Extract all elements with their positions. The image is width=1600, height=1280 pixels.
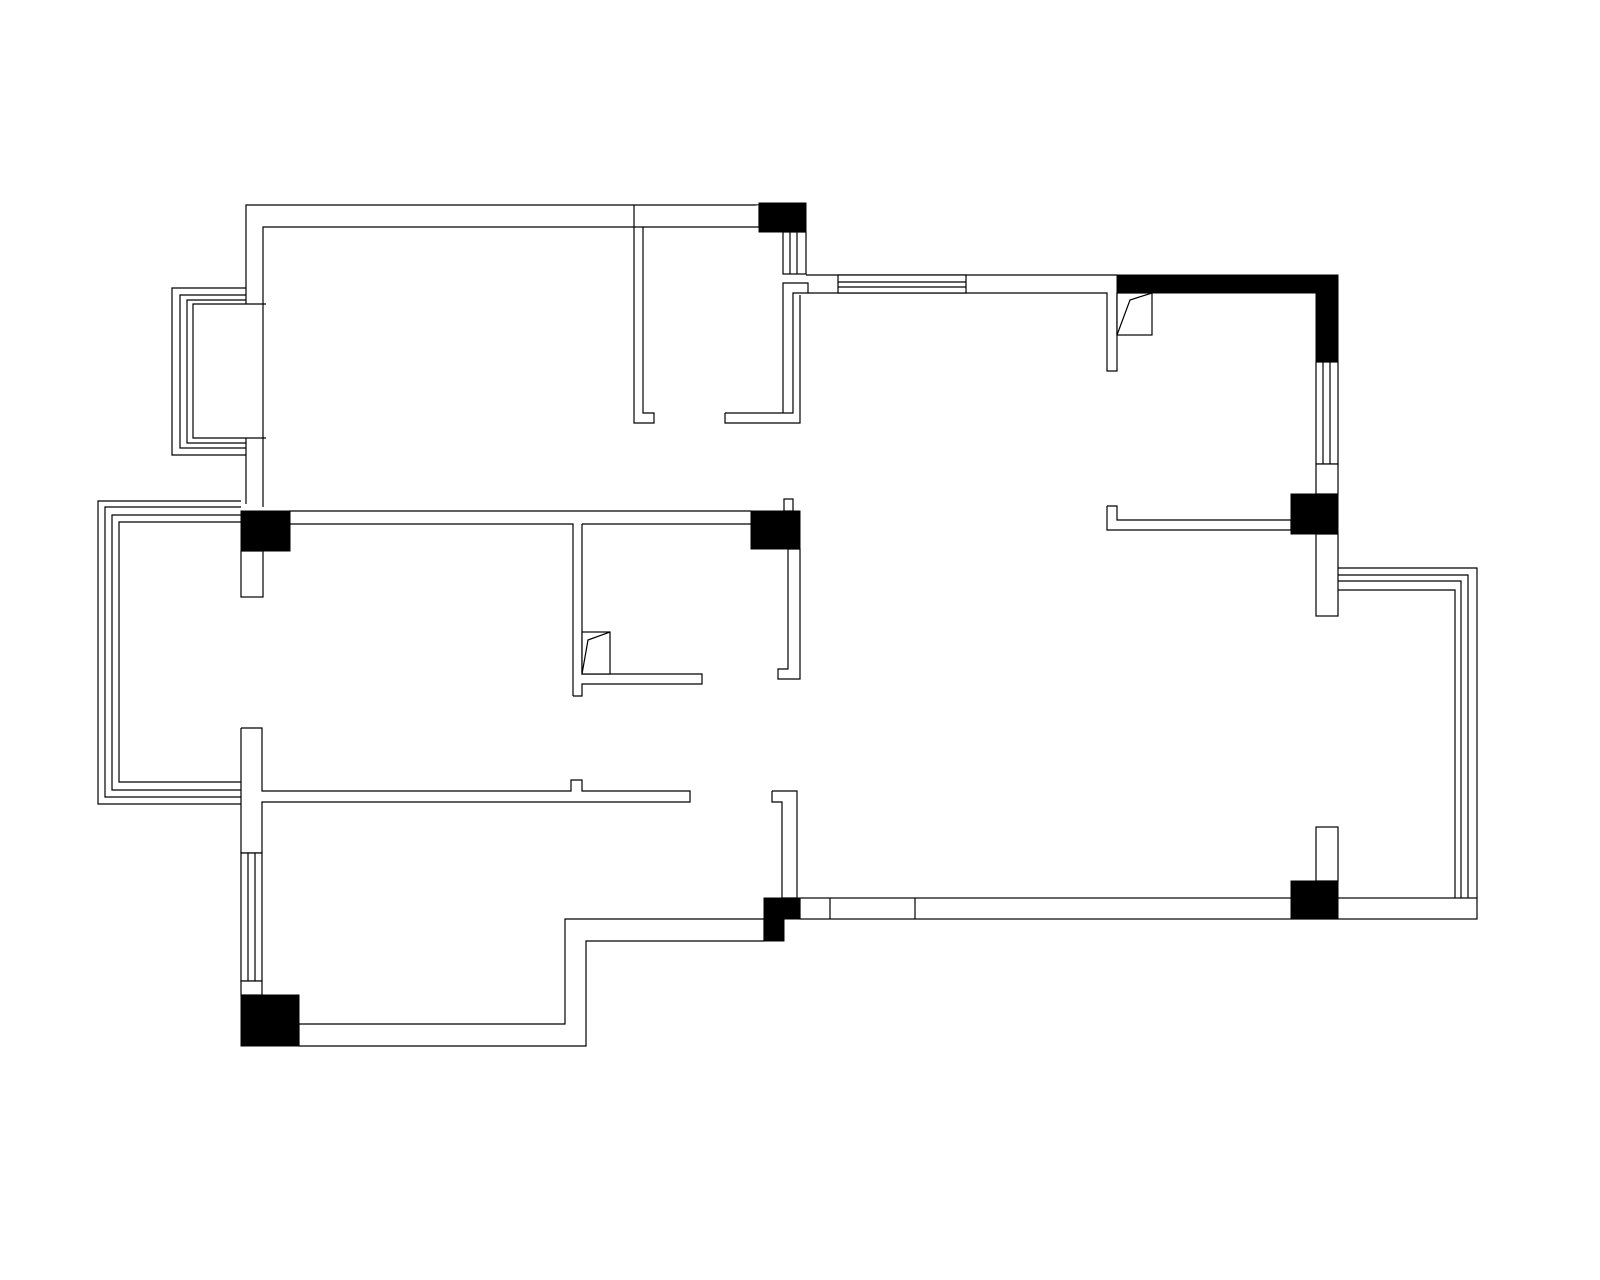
wall-stub-right	[1315, 533, 1339, 617]
bay-window-line-1	[1338, 567, 1478, 898]
structural-column	[240, 510, 291, 552]
window-right-upper	[1315, 361, 1339, 495]
bay-window-line-4	[192, 303, 266, 439]
bay-window-line-3	[111, 514, 241, 791]
bay-window-top-left	[171, 287, 266, 456]
structural-column	[1290, 493, 1339, 535]
structural-column	[1290, 880, 1339, 920]
structural-column	[750, 510, 801, 550]
closet-wall-return	[724, 295, 801, 424]
structural-column	[240, 994, 300, 1047]
bay-window-line-2	[1338, 574, 1469, 898]
structural-column	[758, 202, 807, 233]
bay-window-line-4	[1338, 589, 1456, 898]
bay-window-line-2	[179, 294, 246, 449]
bay-window-line-4	[118, 521, 241, 783]
partition-wall-right	[1106, 505, 1292, 531]
wall-stub-left	[240, 550, 264, 598]
living-bottom-wall	[799, 826, 1478, 920]
shaft-diagonal	[1116, 292, 1153, 336]
bay-window-line-1	[97, 500, 241, 805]
top-left-room-walls	[245, 204, 809, 507]
wall-right-middle	[777, 548, 801, 680]
bay-window-left	[97, 500, 241, 805]
bay-window-line-2	[104, 506, 241, 798]
structural-column	[763, 897, 801, 942]
wall-lower-top	[240, 727, 691, 854]
wall-lower-bottom	[298, 918, 765, 1047]
window-vertical-top	[782, 231, 807, 275]
living-top-wall	[806, 274, 1118, 372]
bay-window-line-3	[1338, 580, 1462, 898]
wall-stub	[783, 498, 794, 512]
bay-window-line-1	[171, 287, 246, 456]
wall-stub	[240, 980, 263, 996]
duct-shaft-top	[1116, 292, 1153, 336]
partition-wall-closet-left	[633, 205, 655, 424]
wall-bottom-living	[799, 897, 1478, 920]
shaft-diagonal	[581, 631, 611, 675]
window-frame	[782, 231, 807, 275]
window-top-living	[837, 274, 967, 294]
lower-room-walls	[240, 727, 798, 1047]
bay-window-line-3	[186, 299, 246, 444]
wall-stub-right-lower	[1315, 826, 1339, 882]
bay-window-right	[1338, 567, 1478, 898]
wall-lower-right	[771, 790, 798, 899]
wall-middle-top-inner	[289, 523, 574, 696]
middle-walls	[289, 498, 801, 697]
wall-stub	[1315, 463, 1339, 495]
wall-outer-top-left	[245, 204, 797, 304]
wall-inner-top-left	[262, 226, 634, 507]
partition-wall-closet-right	[725, 282, 809, 414]
closet-top-inner	[643, 205, 760, 228]
window-frame	[1315, 361, 1339, 465]
window-left-lower	[240, 852, 263, 982]
wall-inner-top	[808, 292, 1118, 372]
shaft-box	[1116, 292, 1153, 336]
shaft-box	[581, 631, 611, 675]
